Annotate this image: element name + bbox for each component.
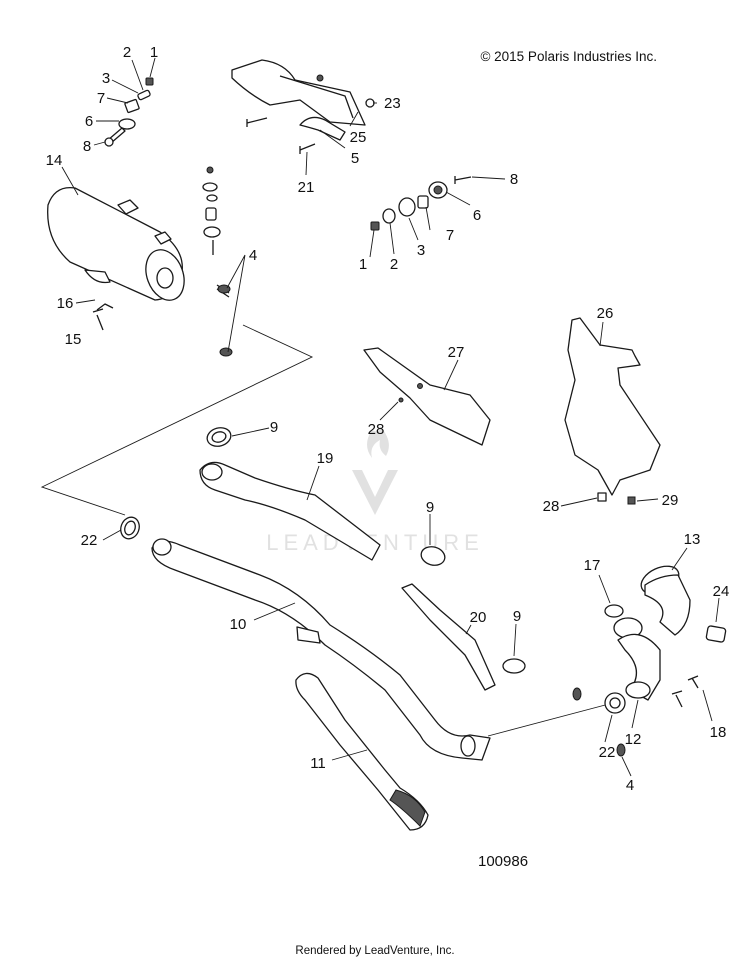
muffler-bolt: [92, 303, 114, 331]
gasket-left: [120, 516, 140, 540]
heat-shield-26: [564, 317, 661, 505]
callout: 15: [65, 331, 82, 348]
callout: 23: [384, 95, 401, 112]
callout: 7: [97, 90, 105, 107]
gasket-22-right: [604, 692, 626, 714]
clamp-middle: [420, 546, 446, 566]
leader-lines: [61, 57, 720, 777]
callout: 28: [543, 498, 560, 515]
callout: 22: [599, 744, 616, 761]
figure-number: 100986: [478, 853, 529, 870]
callout: 25: [350, 129, 367, 146]
callout: 8: [83, 138, 91, 155]
pipe-19: [199, 461, 381, 561]
callout: 16: [57, 295, 74, 312]
callout: 7: [446, 227, 454, 244]
copyright-notice: © 2015 Polaris Industries Inc.: [480, 49, 657, 64]
callout: 1: [359, 256, 367, 273]
nut-24: [705, 625, 727, 643]
exhaust-springs: [216, 284, 626, 757]
callout: 21: [298, 179, 315, 196]
callout: 1: [150, 44, 158, 61]
callout: 14: [46, 152, 63, 169]
elbow-pipe-12: [613, 617, 661, 701]
callout: 9: [513, 608, 521, 625]
heat-shield-upper: [231, 59, 375, 154]
mount-hardware-left: [104, 77, 154, 147]
callout: 6: [473, 207, 481, 224]
callout: 8: [510, 171, 518, 188]
footer-credit: Rendered by LeadVenture, Inc.: [295, 945, 455, 957]
callout: 24: [713, 583, 730, 600]
mount-hardware-right: [370, 176, 472, 231]
callout: 11: [310, 755, 326, 772]
rubber-mount-stack: [202, 166, 221, 255]
callout: 26: [597, 305, 614, 322]
callout: 17: [584, 557, 601, 574]
callout: 10: [230, 616, 247, 633]
elbow-pipe-13: [640, 565, 691, 636]
callout: 2: [123, 44, 131, 61]
callout: 27: [448, 344, 465, 361]
callout: 29: [662, 492, 679, 509]
pipe-20: [401, 583, 496, 691]
callout: 5: [351, 150, 359, 167]
callout: 4: [249, 247, 257, 264]
callout: 28: [368, 421, 385, 438]
callout: 18: [710, 724, 727, 741]
callout: 20: [470, 609, 487, 626]
callout: 9: [426, 499, 434, 516]
gasket-17: [604, 604, 624, 618]
callout: 9: [270, 419, 278, 436]
callout: 13: [684, 531, 701, 548]
callout: 4: [626, 777, 634, 794]
callout: 12: [625, 731, 642, 748]
clamp-lower: [502, 658, 526, 674]
heat-shield-27: [363, 347, 491, 446]
callouts: 1 2 3 7 6 8 14 16 15 4 25 23 5 21 8 6 7 …: [46, 44, 730, 794]
bolts-18: [671, 675, 699, 708]
muffler: [47, 186, 185, 301]
callout: 2: [390, 256, 398, 273]
leadventure-watermark: LEADVENTURE: [266, 426, 479, 555]
clamp-upper: [206, 427, 232, 447]
callout: 22: [81, 532, 98, 549]
head-pipe-10: [151, 538, 491, 761]
callout: 3: [102, 70, 110, 87]
callout: 6: [85, 113, 93, 130]
callout: 3: [417, 242, 425, 259]
callout: 19: [317, 450, 334, 467]
